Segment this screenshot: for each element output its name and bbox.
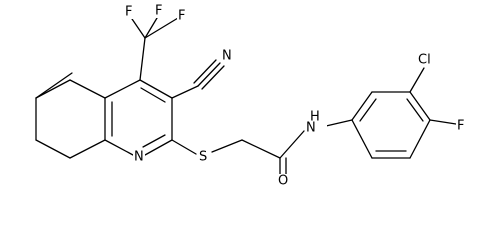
bond-c3-cn (171, 85, 199, 99)
bond-ar3-ar4-double (406, 98, 424, 122)
svg-text:F: F (457, 119, 464, 134)
svg-text:S: S (199, 150, 207, 165)
bond-ar4-f (429, 119, 457, 125)
atom-n-nitrile: N (222, 49, 234, 64)
svg-text:N: N (222, 49, 232, 64)
bond-ar6-ar1 (351, 119, 373, 159)
bond-cn-triple-a (197, 62, 221, 87)
bond-ch2-co (241, 139, 281, 159)
atom-cl: Cl (418, 53, 438, 68)
bond-co-nh (279, 130, 305, 159)
bond-n1-c8a (104, 139, 134, 156)
atom-n-amide: N (306, 121, 316, 136)
atom-f-aryl: F (456, 119, 467, 134)
bond-c4-c3-double (140, 87, 166, 103)
bond-ar1-ar2 (351, 91, 373, 121)
svg-text:O: O (278, 174, 288, 189)
bond-c4a-c5 (69, 79, 106, 99)
bonds (35, 12, 457, 177)
atom-n-pyridine: N (133, 150, 145, 165)
bond-c2-n1 (144, 139, 173, 156)
bond-ar1-ar2-double (359, 98, 377, 122)
bond-c2-n1-double (142, 134, 166, 148)
svg-text:Cl: Cl (418, 53, 431, 68)
bond-c4-cf3 (139, 37, 146, 81)
svg-text:F: F (125, 5, 132, 20)
bond-nh-aryl (325, 119, 353, 127)
atom-s-thioether: S (198, 150, 210, 165)
svg-text:F: F (155, 4, 162, 19)
atom-labels: F F F N N S O H N (124, 4, 467, 189)
bond-ar4-ar5 (409, 119, 431, 159)
atom-h-amide: H (310, 110, 320, 125)
bond-c4a-c4 (104, 79, 141, 99)
bond-cn-triple-c (193, 59, 217, 84)
atom-nh-amide: H N (305, 110, 327, 136)
svg-text:N: N (134, 150, 144, 165)
bond-cf3-f1 (129, 15, 146, 39)
bond-cn-triple-b (201, 65, 225, 90)
bond-ar3-ar4 (409, 91, 431, 121)
bond-c7-c8 (35, 139, 71, 159)
bond-cf3-f3 (144, 17, 179, 39)
bond-ar3-cl (409, 67, 425, 93)
molecule-structure-diagram: F F F N N S O H N (35, 3, 467, 189)
svg-text:F: F (178, 9, 185, 24)
bond-c2-s (171, 139, 197, 155)
bond-c8-c8a (69, 139, 106, 159)
bond-s-ch2 (211, 139, 243, 153)
bond-c6-methyl (35, 72, 73, 99)
atom-f-top-left: F (124, 5, 135, 20)
bond-c4-c3 (139, 79, 173, 99)
atom-f-top-middle: F (154, 4, 165, 19)
atom-f-top-right: F (177, 9, 188, 24)
atom-o-carbonyl: O (277, 174, 289, 189)
bond-c5-c6 (35, 79, 71, 99)
